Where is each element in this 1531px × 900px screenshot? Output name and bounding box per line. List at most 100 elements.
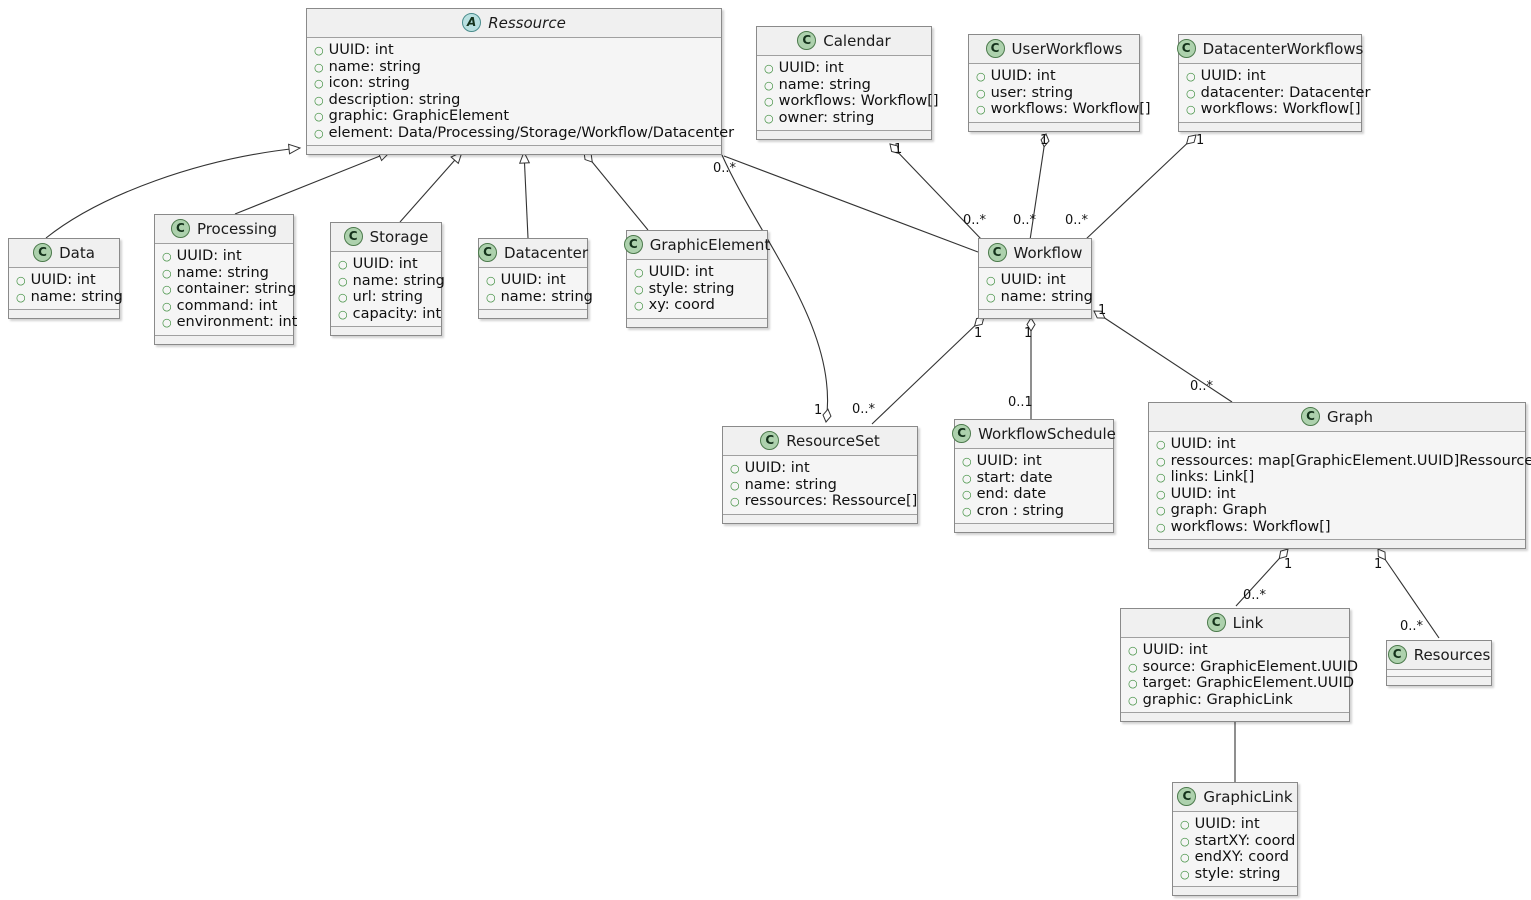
class-name-calendar: Calendar [823,31,891,50]
multiplicity-label: 0..* [1400,619,1424,634]
attribute-row: ○graphic: GraphicElement [314,108,715,125]
attribute-row: ○environment: int [162,314,297,331]
class-attributes-data: ○UUID: int○name: string [9,268,123,310]
attribute-label: name: string [744,476,837,493]
visibility-public-icon: ○ [1186,103,1196,116]
class-methods-graphicelement [627,318,767,327]
attribute-label: container: string [176,281,297,297]
class-methods-calendar [757,131,931,139]
attribute-row: ○name: string [730,477,911,494]
class-stereotype-icon: C [952,424,972,443]
visibility-public-icon: ○ [986,290,996,304]
multiplicity-label: 0..* [963,213,987,228]
multiplicity-label: 0..* [1065,213,1089,228]
class-header-datacenter: C Datacenter [477,239,589,268]
attribute-label: UUID: int [176,248,242,264]
multiplicity-label: 0..* [1190,379,1214,394]
edge-storage-inherits-ressource [399,151,463,223]
attribute-label: end: date [976,486,1047,502]
visibility-public-icon: ○ [16,290,26,304]
attribute-label: UUID: int [1194,816,1260,832]
class-methods-storage [331,327,441,335]
attribute-row: ○UUID: int [634,264,761,281]
class-name-graph: Graph [1326,407,1373,426]
attribute-label: UUID: int [778,60,844,76]
attribute-label: name: string [1000,288,1093,305]
attribute-label: target: GraphicElement.UUID [1142,675,1354,691]
attribute-label: workflows: Workflow[] [990,101,1151,117]
class-attributes-graphicelement: ○UUID: int○style: string○xy: coord [627,260,767,319]
visibility-public-icon: ○ [1128,677,1138,690]
attribute-label: UUID: int [1200,68,1266,84]
class-name-processing: Processing [196,219,278,238]
attribute-row: ○name: string [16,289,123,306]
attribute-label: graphic: GraphicElement [328,108,510,124]
edge-workflow-to-resourceset [871,316,985,425]
attribute-row: ○ UUID: int [986,272,1085,289]
attribute-label: graphic: GraphicLink [1142,691,1293,708]
visibility-public-icon: ○ [338,274,348,288]
visibility-public-icon: ○ [1180,867,1190,881]
attribute-row: ○source: GraphicElement.UUID [1128,659,1358,676]
class-stereotype-icon: C [760,431,780,450]
attribute-row: ○UUID: int [16,272,113,289]
class-methods-workflow [979,310,1091,318]
class-stereotype-icon: C [1206,613,1226,632]
attribute-row: ○name: string [162,265,287,282]
attribute-label: UUID: int [30,272,96,288]
attribute-label: user: string [990,84,1074,101]
class-methods-graphiclink [1173,887,1297,895]
attribute-label: cron : string [976,502,1065,519]
attribute-row: ○user: string [976,85,1133,102]
visibility-public-icon: ○ [1128,693,1138,707]
attribute-label: name: string [328,58,421,75]
visibility-public-icon: ○ [764,78,774,92]
visibility-public-icon: ○ [338,258,348,271]
attribute-label: links: Link[] [1170,469,1255,485]
visibility-public-icon: ○ [1128,644,1138,657]
class-name-link: Link [1232,613,1264,632]
class-methods-workflowschedule [955,524,1113,532]
class-header-calendar: C Calendar [757,27,931,56]
class-name-storage: Storage [369,227,429,246]
attribute-label: source: GraphicElement.UUID [1142,658,1359,675]
visibility-public-icon: ○ [634,266,644,279]
attribute-label: style: string [1194,865,1281,882]
attribute-label: UUID: int [1142,642,1208,658]
attribute-label: environment: int [176,314,298,330]
class-stereotype-icon: C [797,31,817,50]
attribute-label: ressources: Ressource[] [744,493,918,509]
attribute-label: ressources: map[GraphicElement.UUID]Ress… [1170,452,1531,469]
multiplicity-label: 0..* [852,402,876,417]
multiplicity-label: 1 [974,326,983,341]
attribute-label: url: string [352,289,423,305]
class-name-datacenter: Datacenter [503,243,589,262]
attribute-label: UUID: int [1170,485,1236,502]
attribute-row: ○ UUID: int [1180,816,1291,833]
visibility-public-icon: ○ [986,274,996,287]
edge-processing-inherits-ressource [234,151,392,215]
attribute-row: ○UUID: int [764,60,925,77]
visibility-public-icon: ○ [1180,818,1190,831]
attribute-label: UUID: int [352,256,418,272]
class-stereotype-icon: C [477,243,497,262]
attribute-label: UUID: int [1000,272,1066,288]
